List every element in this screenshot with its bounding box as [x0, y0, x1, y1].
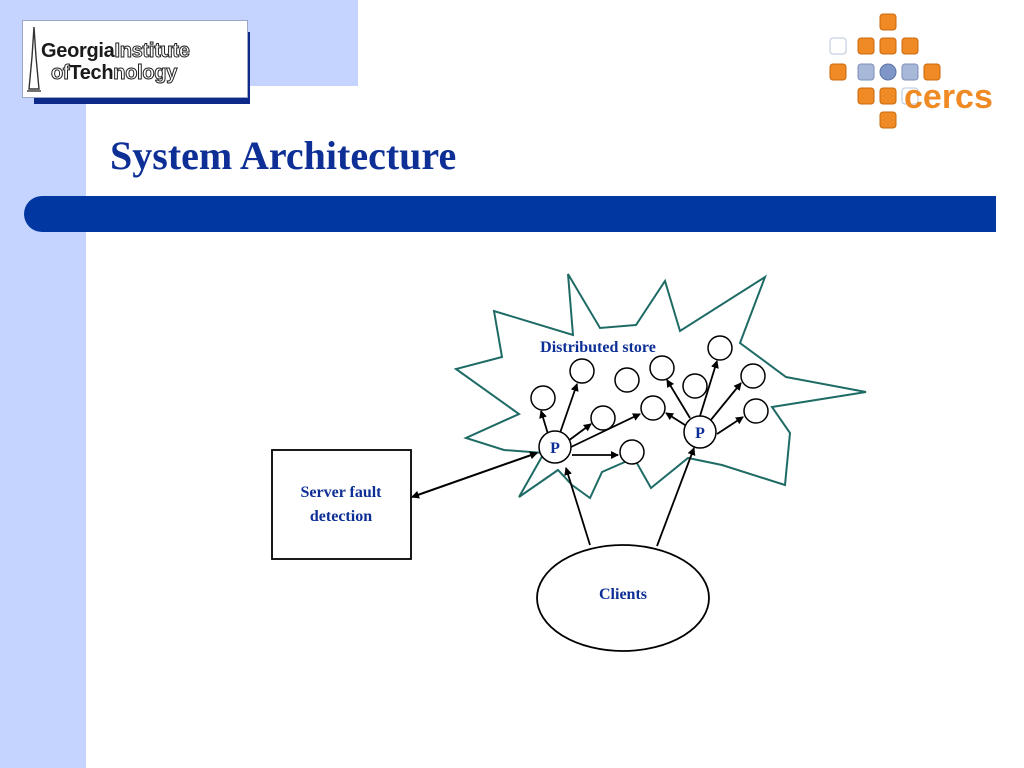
storage-node [649, 355, 675, 381]
gt-logo-institute: Institute [114, 40, 190, 62]
storage-node [569, 358, 595, 384]
gt-logo-line-2: ofTechnology [50, 62, 178, 84]
cercs-logo-text: cercs [904, 78, 993, 116]
server-fault-label-line2: detection [310, 508, 372, 525]
title-underline-bar [24, 196, 996, 232]
proxy-left-to-node-arrow [567, 423, 592, 442]
clients-to-proxy-left-arrow [564, 467, 591, 546]
proxy-left-to-node-arrow [570, 413, 641, 448]
storage-node [590, 405, 616, 431]
distributed-store-label: Distributed store [540, 339, 656, 356]
clients-label: Clients [599, 586, 647, 603]
proxy-left-to-node-arrow [539, 410, 549, 435]
storage-node [707, 335, 733, 361]
storage-node [740, 363, 766, 389]
proxy-right-label: P [695, 425, 705, 442]
proxy-right-to-node-arrow [665, 412, 686, 426]
clients-ellipse [536, 544, 710, 652]
gt-logo-of: of [50, 62, 70, 84]
storage-node [530, 385, 556, 411]
proxy-left-node [538, 430, 572, 464]
server-fault-label-line1: Server fault [300, 484, 382, 501]
tech-tower-icon [27, 27, 41, 92]
proxy-right-to-node-arrow [716, 416, 744, 435]
distributed-store-cloud [453, 273, 867, 500]
clients-to-proxy-right-arrow [656, 447, 696, 547]
server-fault-detection-box [271, 449, 412, 560]
storage-node [640, 395, 666, 421]
proxy-right-to-node-arrow [699, 360, 719, 417]
proxy-left-label: P [550, 440, 560, 457]
proxy-right-to-node-arrow [709, 382, 742, 422]
storage-node [614, 367, 640, 393]
georgia-tech-logo: GeorgiaInstitute ofTechnology [22, 20, 252, 104]
georgia-tech-logo-box: GeorgiaInstitute ofTechnology [22, 20, 248, 98]
proxy-right-to-node-arrow [666, 379, 691, 419]
storage-node [743, 398, 769, 424]
cercs-logo: cercs [829, 13, 993, 129]
proxy-left-to-node-arrow [559, 383, 579, 434]
gt-logo-georgia: Georgia [41, 40, 115, 62]
slide-title: System Architecture [110, 133, 457, 178]
proxy-right-node [683, 415, 717, 449]
left-sidebar-band [0, 0, 86, 768]
gt-logo-nology: nology [113, 62, 178, 84]
storage-node [619, 439, 645, 465]
storage-node [682, 373, 708, 399]
gt-logo-tech: Tech [69, 62, 114, 84]
gt-logo-line-1: GeorgiaInstitute [41, 40, 190, 62]
fault-detection-arrow [411, 451, 538, 499]
